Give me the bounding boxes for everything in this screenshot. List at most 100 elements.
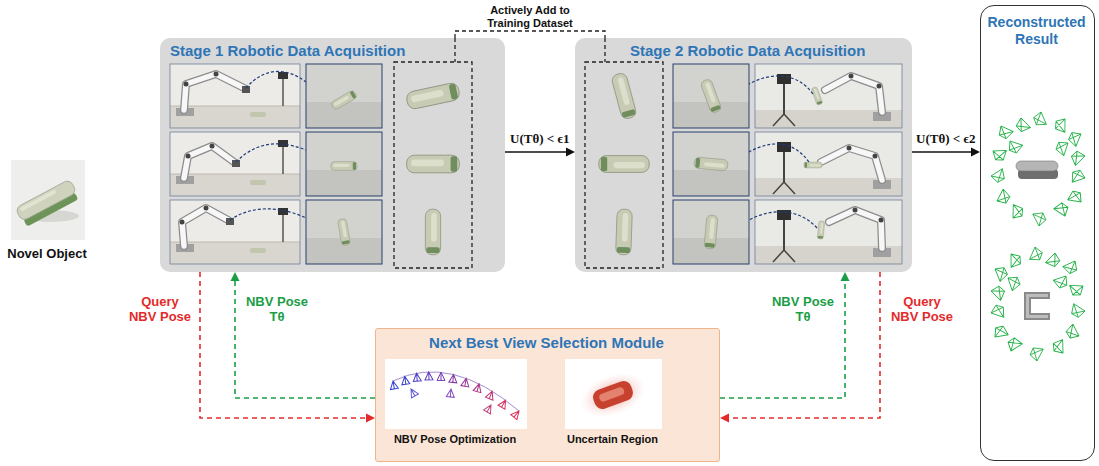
illustration-part xyxy=(825,76,882,112)
illustration-part xyxy=(485,390,495,400)
illustration-part xyxy=(755,200,902,264)
illustration-part xyxy=(673,200,749,264)
illustration-part xyxy=(180,220,185,225)
illustration-part xyxy=(673,132,749,196)
illustration-part xyxy=(425,209,440,255)
illustration-part xyxy=(565,359,662,429)
illustration-part xyxy=(184,74,244,110)
illustration-part xyxy=(401,376,410,385)
illustration-part xyxy=(170,64,300,128)
arrowhead xyxy=(841,272,850,281)
arrowhead xyxy=(231,272,240,281)
node-text: Stage 1 Robotic Data Acquisition xyxy=(170,42,503,60)
illustration-part xyxy=(461,378,470,387)
illustration-part xyxy=(15,179,80,228)
edge-label-box: NBV Pose Tθ xyxy=(243,295,311,325)
illustration-part xyxy=(446,389,455,398)
illustration-part xyxy=(182,208,228,246)
edge-label: U(Tθ) < ϵ2 xyxy=(915,132,976,147)
connector xyxy=(231,272,376,398)
illustration-part xyxy=(1016,161,1058,171)
illustration-part xyxy=(484,403,495,414)
edge-label-box: Actively Add to Training Dataset xyxy=(479,4,581,29)
illustration-part xyxy=(829,210,882,248)
illustration-part xyxy=(591,379,635,411)
illustration-part xyxy=(186,154,191,159)
illustration-part xyxy=(250,180,266,185)
object-photo-node: Novel Object xyxy=(3,158,93,270)
illustration-part xyxy=(511,408,522,419)
illustration-part xyxy=(170,132,300,196)
illustration-part xyxy=(306,64,382,128)
illustration-part xyxy=(170,132,300,196)
illustration-part xyxy=(11,160,85,240)
illustration-part xyxy=(1024,292,1050,320)
illustration-part xyxy=(611,72,637,120)
stage-panel: Stage 1 Robotic Data Acquisition xyxy=(160,38,505,272)
connector-line xyxy=(235,280,375,398)
node-text: Novel Object xyxy=(3,246,91,262)
arrowhead xyxy=(720,414,729,423)
connector xyxy=(455,31,605,38)
illustration-part xyxy=(170,64,300,128)
illustration-part xyxy=(242,86,250,93)
arrowhead xyxy=(971,148,980,157)
illustration-part xyxy=(394,62,472,268)
illustration-part xyxy=(425,372,433,380)
illustration-part xyxy=(585,62,663,268)
connector-line xyxy=(505,151,567,153)
connector xyxy=(912,148,980,157)
illustration-part xyxy=(879,218,884,223)
illustration-part xyxy=(330,90,357,111)
illustration-part xyxy=(574,365,652,426)
illustration-part xyxy=(877,84,882,89)
illustration-part xyxy=(226,218,234,225)
node-text: Reconstructed Result xyxy=(981,14,1092,48)
edge-label: Actively Add to Training Dataset xyxy=(479,4,581,29)
illustration-part xyxy=(989,247,1086,361)
illustration-part xyxy=(407,155,460,173)
edge-label-box: Query NBV Pose xyxy=(888,295,956,325)
stage-illustration xyxy=(575,38,912,272)
connector-line xyxy=(720,280,845,398)
illustration-part xyxy=(598,386,625,402)
arrowhead xyxy=(366,414,375,423)
illustration-part xyxy=(389,380,398,389)
illustration-part xyxy=(250,112,266,117)
illustration-part xyxy=(236,144,306,162)
connector-line xyxy=(455,31,605,38)
illustration-part xyxy=(15,179,77,221)
illustration-part xyxy=(413,373,422,382)
illustration-part xyxy=(599,156,649,173)
result-panel: Reconstructed Result xyxy=(980,5,1095,461)
illustration-part xyxy=(306,200,382,264)
illustration-part xyxy=(306,132,382,196)
illustration-part xyxy=(849,74,854,79)
edge-label-box: U(Tθ) < ϵ2 xyxy=(915,132,976,147)
illustration-part xyxy=(337,218,350,246)
edge-label-box: U(Tθ) < ϵ1 xyxy=(509,132,570,147)
illustration-part xyxy=(473,383,483,393)
illustration-part xyxy=(182,208,228,246)
module-box: Next Best View Selection Module NBV Pose… xyxy=(375,328,720,462)
illustration-part xyxy=(673,200,749,264)
illustration-part xyxy=(184,146,234,178)
illustration-part xyxy=(210,144,215,149)
illustration-part xyxy=(250,248,266,253)
connector xyxy=(720,272,850,398)
illustration-part xyxy=(393,372,519,411)
stage-illustration xyxy=(160,38,505,272)
illustration-part xyxy=(817,221,825,240)
connector xyxy=(720,272,880,423)
illustration-part xyxy=(385,359,527,429)
illustration-part xyxy=(331,162,357,171)
illustration-part xyxy=(755,132,902,196)
illustration-part xyxy=(232,160,240,167)
illustration-part xyxy=(694,157,728,171)
illustration-part xyxy=(230,209,306,220)
image-panel: Uncertain Region xyxy=(561,359,666,457)
connector xyxy=(505,148,575,157)
illustration-part xyxy=(873,154,878,159)
